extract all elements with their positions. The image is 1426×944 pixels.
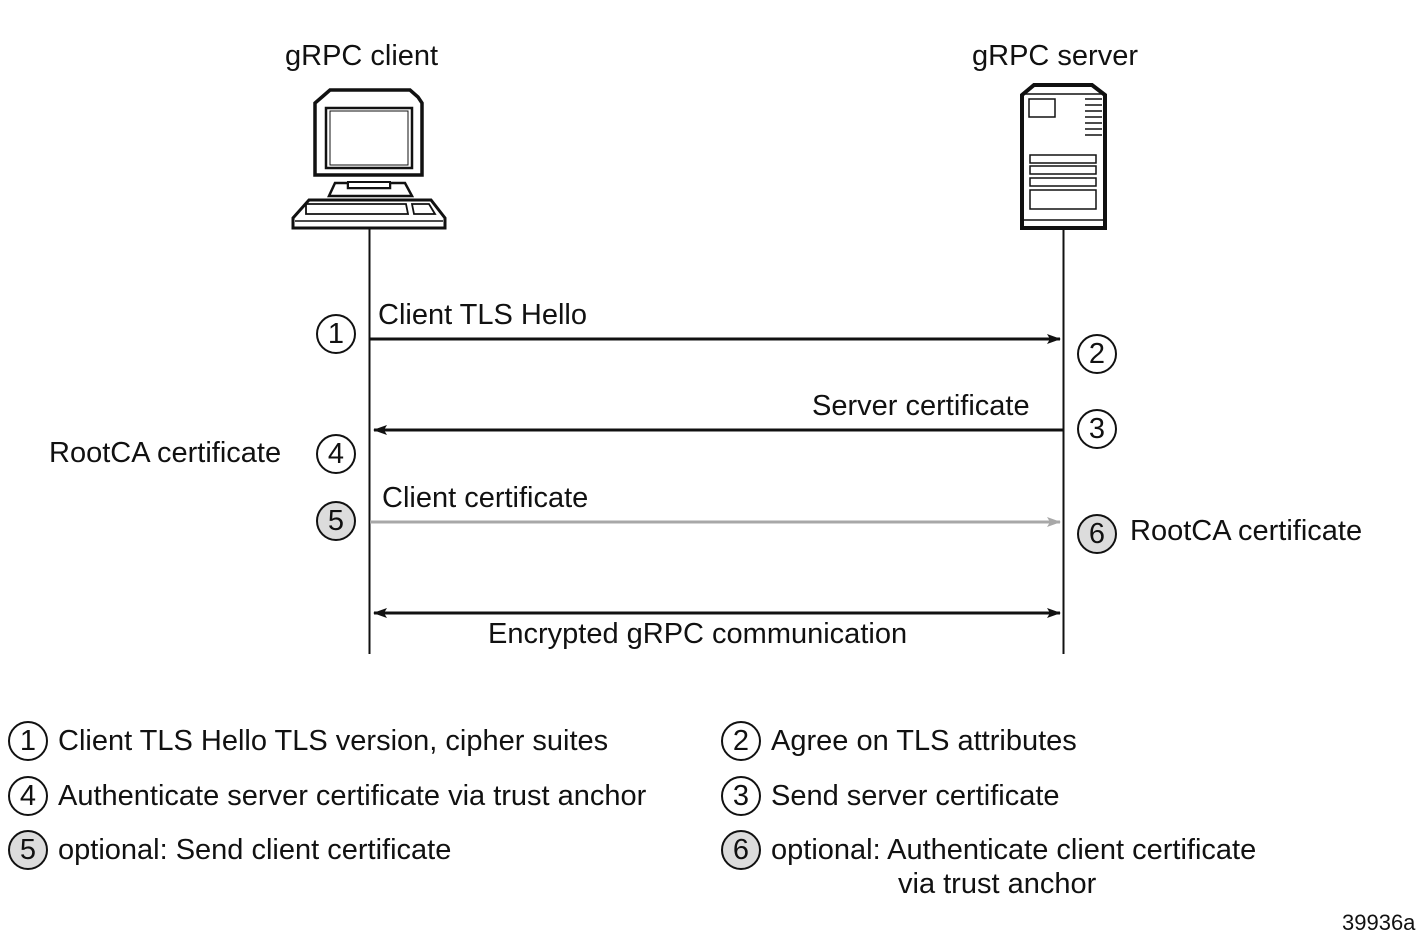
legend-text: Client TLS Hello TLS version, cipher sui…: [58, 725, 609, 757]
step-marker-2: 2: [1077, 334, 1117, 374]
step-number: 3: [732, 779, 750, 812]
step-marker-3: 3: [1077, 409, 1117, 449]
legend-text: Send server certificate: [771, 780, 1060, 812]
step-number: 5: [19, 833, 37, 866]
step-number: 2: [1088, 337, 1106, 370]
legend-item: 4 Authenticate server certificate via tr…: [8, 776, 646, 816]
server-icon: [1020, 83, 1107, 230]
legend-text-line2: via trust anchor: [898, 868, 1097, 900]
step-marker-4: 4: [316, 434, 356, 474]
legend-item: 1 Client TLS Hello TLS version, cipher s…: [8, 721, 608, 761]
step-number: 6: [732, 833, 750, 866]
step-marker-1: 1: [316, 314, 356, 354]
legend-step-marker: 6: [721, 830, 761, 870]
step-marker-5: 5: [316, 501, 356, 541]
legend-item: 5 optional: Send client certificate: [8, 830, 451, 870]
step-number: 1: [327, 317, 345, 350]
legend-item: 2 Agree on TLS attributes: [721, 721, 1077, 761]
legend-text-line1: optional: Authenticate client certificat…: [771, 834, 1257, 866]
legend-step-marker: 1: [8, 721, 48, 761]
legend-step-marker: 3: [721, 776, 761, 816]
step-number: 4: [327, 437, 345, 470]
legend-step-marker: 4: [8, 776, 48, 816]
server-certificate-label: Server certificate: [812, 390, 1030, 422]
step-number: 2: [732, 724, 750, 757]
server-rootca-label: RootCA certificate: [1130, 515, 1363, 547]
client-label: gRPC client: [285, 40, 439, 72]
encrypted-communication-label: Encrypted gRPC communication: [488, 618, 908, 650]
client-rootca-label: RootCA certificate: [49, 437, 282, 469]
client-certificate-label: Client certificate: [382, 482, 589, 514]
legend-item: 3 Send server certificate: [721, 776, 1060, 816]
legend-step-marker: 5: [8, 830, 48, 870]
client-hello-label: Client TLS Hello: [378, 299, 588, 331]
computer-icon: [291, 88, 447, 230]
server-label: gRPC server: [972, 40, 1138, 72]
step-number: 6: [1088, 517, 1106, 550]
step-number: 1: [19, 724, 37, 757]
legend-item: 6 optional: Authenticate client certific…: [721, 830, 1256, 901]
step-number: 3: [1088, 412, 1106, 445]
step-number: 4: [19, 779, 37, 812]
legend-step-marker: 2: [721, 721, 761, 761]
figure-id: 39936a: [1342, 910, 1416, 935]
legend-text: Agree on TLS attributes: [771, 725, 1077, 757]
legend-text: Authenticate server certificate via trus…: [58, 780, 647, 812]
legend-text: optional: Send client certificate: [58, 834, 452, 866]
step-number: 5: [327, 504, 345, 537]
step-marker-6: 6: [1077, 514, 1117, 554]
legend-text: optional: Authenticate client certificat…: [771, 830, 1256, 901]
